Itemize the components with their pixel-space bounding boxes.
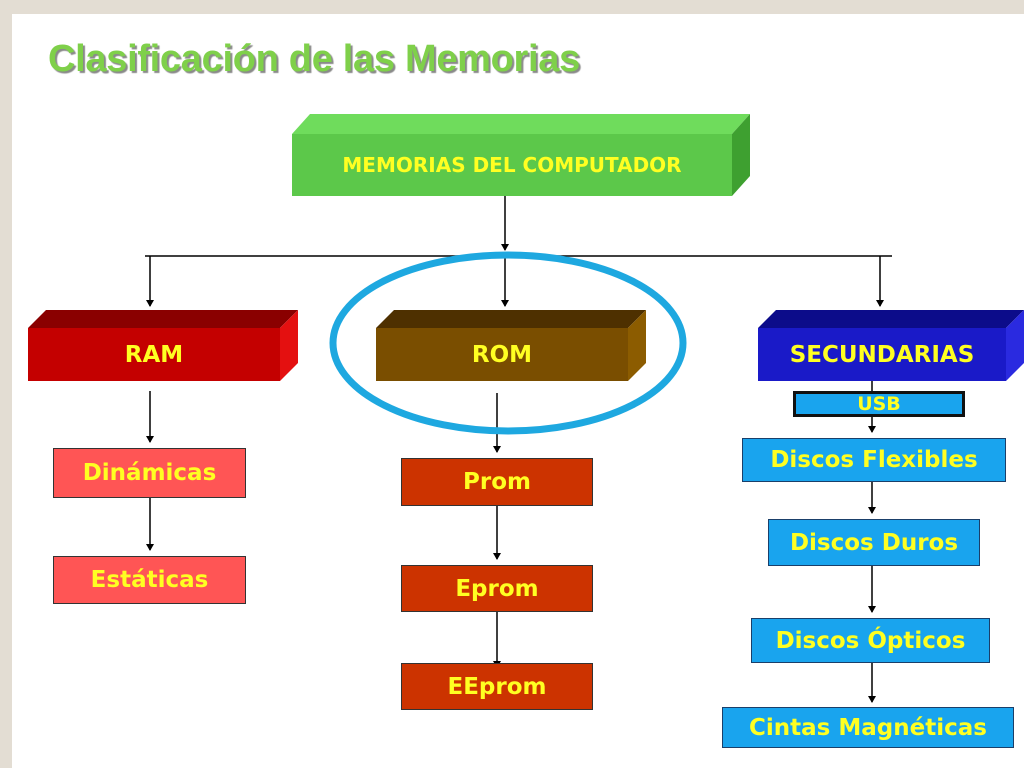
ram-node: RAM — [124, 341, 184, 368]
ram-node-shape — [28, 310, 298, 381]
rom-child-eprom: Eprom — [401, 565, 593, 612]
rom-node-shape — [376, 310, 646, 381]
root-node-shape — [292, 114, 750, 196]
sec-child-discos-opticos: Discos Ópticos — [751, 618, 990, 663]
ram-child-dinamicas: Dinámicas — [53, 448, 246, 498]
secundarias-node-shape — [758, 310, 1024, 381]
sec-child-discos-duros: Discos Duros — [768, 519, 980, 566]
rom-child-prom: Prom — [401, 458, 593, 506]
secundarias-node: SECUNDARIAS — [789, 341, 975, 368]
rom-node: ROM — [471, 341, 533, 368]
rom-highlight-ellipse — [329, 251, 687, 435]
rom-child-eeprom: EEprom — [401, 663, 593, 710]
root-node: MEMORIAS DEL COMPUTADOR — [342, 153, 682, 177]
slide-title: Clasificación de las Memorias — [48, 38, 580, 80]
sec-child-discos-flexibles: Discos Flexibles — [742, 438, 1006, 482]
ram-child-estaticas: Estáticas — [53, 556, 246, 604]
sec-child-cintas-magneticas: Cintas Magnéticas — [722, 707, 1014, 748]
usb-box: USB — [793, 391, 965, 417]
